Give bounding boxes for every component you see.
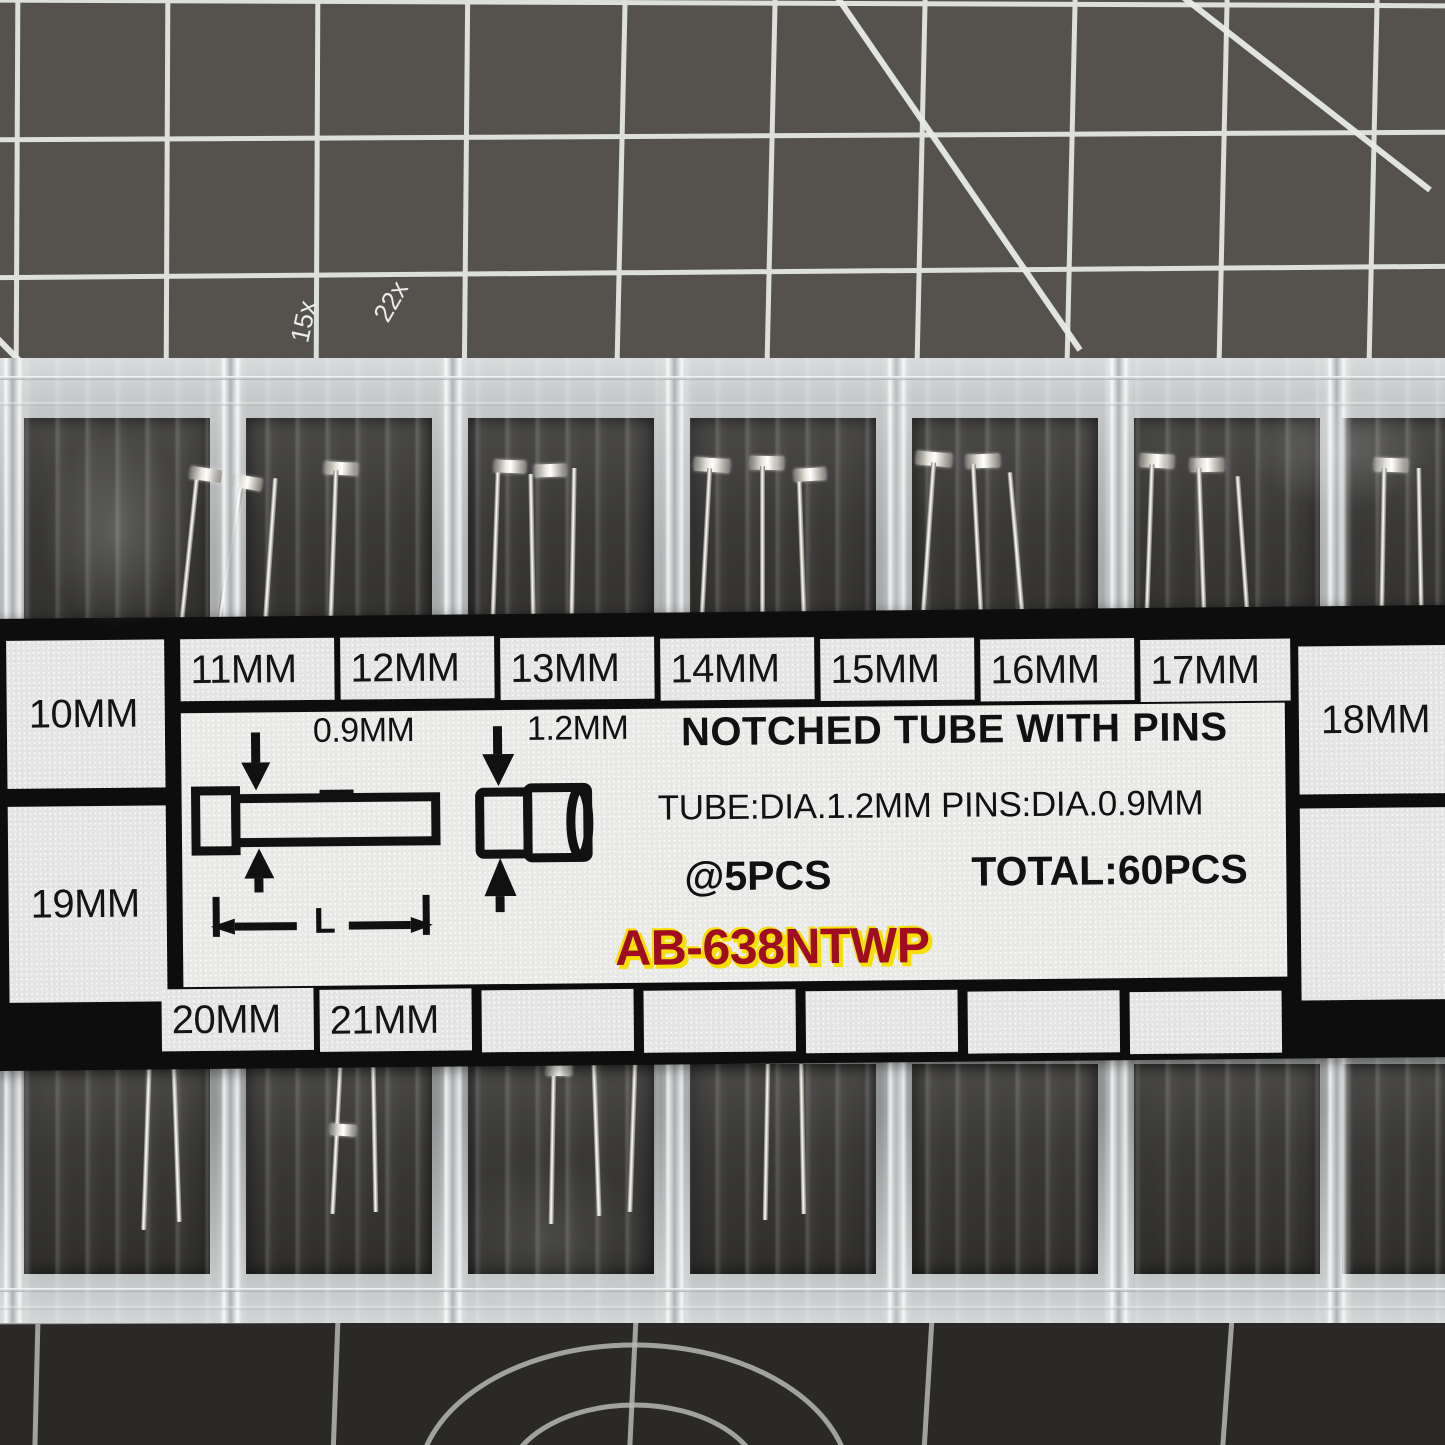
plastic-organizer-box bbox=[0, 358, 1445, 1323]
product-spec-line: TUBE:DIA.1.2MM PINS:DIA.0.9MM bbox=[657, 783, 1204, 828]
info-panel-content: NOTCHED TUBE WITH PINS TUBE:DIA.1.2MM PI… bbox=[165, 683, 1270, 994]
box-bottom-edge bbox=[0, 1288, 1445, 1292]
per-size-quantity: @5PCS bbox=[684, 851, 832, 900]
mat-diagonal-lines bbox=[0, 0, 1430, 372]
pin-diameter-label: 0.9MM bbox=[312, 710, 415, 750]
mat-oval-guides-bottom bbox=[418, 1345, 850, 1445]
size-cell-blank-7[interactable] bbox=[1129, 990, 1283, 1055]
tube-diameter-label: 1.2MM bbox=[526, 708, 629, 748]
size-cell-blank-4[interactable] bbox=[643, 989, 797, 1053]
compartment-cavity bbox=[912, 1064, 1098, 1274]
compartment-dividers-bottom bbox=[0, 358, 1445, 1323]
size-cell-20mm[interactable]: 20MM bbox=[161, 987, 315, 1052]
mat-grid-lines bbox=[0, 0, 1445, 372]
metal-tube bbox=[546, 1064, 572, 1076]
length-label: L bbox=[313, 899, 336, 941]
mat-grid-lines-bottom bbox=[0, 1318, 1445, 1445]
size-cell-blank-6[interactable] bbox=[967, 990, 1121, 1054]
box-lid-edge bbox=[0, 402, 1445, 406]
compartment-dividers-top bbox=[0, 358, 1445, 1323]
compartment-cavity bbox=[468, 1064, 654, 1274]
size-cell-18mm[interactable]: 18MM bbox=[1298, 645, 1445, 795]
pin-diameter-arrow bbox=[241, 732, 271, 791]
metal-pin bbox=[760, 466, 765, 670]
product-title: NOTCHED TUBE WITH PINS bbox=[680, 705, 1228, 755]
size-cell-blank-right[interactable] bbox=[1299, 806, 1445, 1001]
tube-diameter-arrow-lower bbox=[484, 858, 517, 913]
box-lid-edge bbox=[0, 376, 1445, 380]
dimension-diagram: 0.9MM 1.2MM L bbox=[189, 709, 661, 970]
size-cell-19mm[interactable]: 19MM bbox=[7, 805, 168, 1003]
size-cell-21mm[interactable]: 21MM bbox=[319, 988, 473, 1052]
length-dimension bbox=[210, 894, 433, 937]
pin-diameter-arrow-lower bbox=[244, 848, 275, 893]
compartment-cavity bbox=[690, 1064, 876, 1274]
product-label-sheet: 10MM 19MM 11MM 12MM 13MM 14MM 15MM 16MM … bbox=[0, 605, 1445, 1071]
pin-drawing bbox=[190, 786, 441, 856]
compartment-cavity bbox=[1134, 1064, 1320, 1274]
product-sku: AB-638NTWP bbox=[614, 917, 930, 977]
tube-diameter-arrow bbox=[482, 726, 515, 787]
cutting-mat-bottom bbox=[0, 1318, 1445, 1445]
tube-drawing bbox=[475, 782, 594, 863]
compartment-cavity bbox=[1342, 1064, 1445, 1274]
diagram-svg bbox=[190, 726, 594, 937]
size-cell-10mm[interactable]: 10MM bbox=[6, 639, 166, 789]
box-bottom-edge bbox=[0, 1306, 1445, 1310]
size-cell-blank-5[interactable] bbox=[805, 989, 959, 1054]
size-cell-blank-3[interactable] bbox=[481, 988, 635, 1053]
cutting-mat-top: 15x 22x bbox=[0, 0, 1445, 372]
total-quantity: TOTAL:60PCS bbox=[971, 845, 1248, 895]
